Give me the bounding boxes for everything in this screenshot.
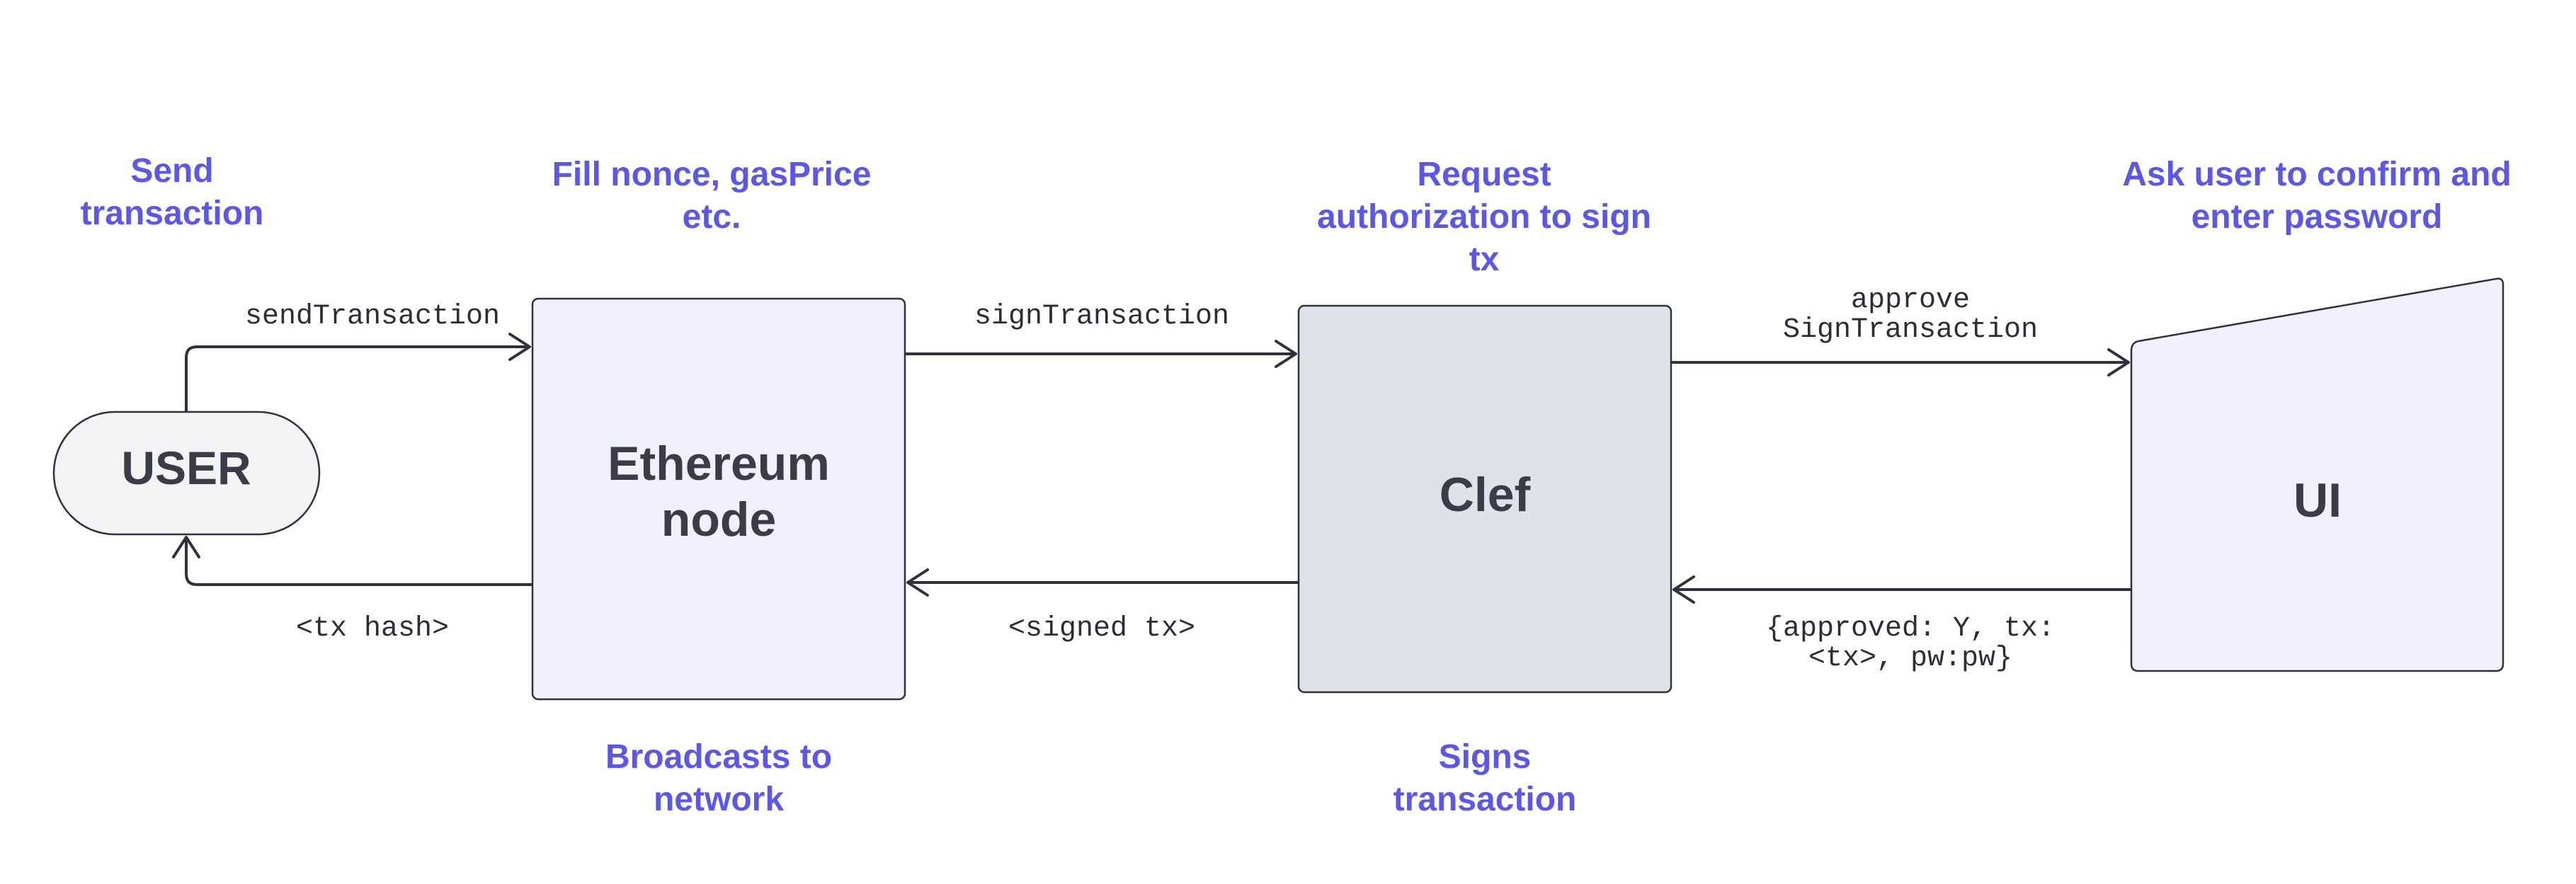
annotation-fill-line1: Fill nonce, gasPrice: [552, 156, 872, 193]
arrowhead-tx-hash: [172, 536, 200, 558]
ethereum-node-label-line2: node: [661, 493, 776, 546]
annotation-send-line1: Send: [130, 152, 213, 190]
arrowhead-send-transaction: [508, 333, 531, 361]
edge-send-transaction: [185, 345, 530, 412]
edge-label-send-transaction: sendTransaction: [245, 301, 500, 333]
annotation-broadcast-line2: network: [654, 781, 784, 818]
user-node-label: USER: [121, 442, 251, 494]
edge-label-approve-line2: SignTransaction: [1783, 314, 2038, 346]
annotation-send-line2: transaction: [81, 195, 264, 232]
edge-tx-hash: [185, 537, 532, 586]
arrowhead-sign-transaction: [1275, 340, 1297, 368]
edge-label-approved-line2: <tx>, pw:pw}: [1808, 643, 2012, 675]
arrowhead-approve: [2107, 348, 2130, 377]
annotation-request-line3: tx: [1469, 241, 1500, 278]
arrowhead-signed-tx: [906, 568, 929, 597]
annotation-signs-line1: Signs: [1439, 738, 1532, 776]
edge-label-approve-line1: approve: [1851, 285, 1970, 316]
ui-node-label: UI: [2293, 473, 2342, 527]
annotation-request-line1: Request: [1417, 156, 1551, 193]
annotation-ask-line2: enter password: [2192, 198, 2443, 236]
annotation-fill-line2: etc.: [683, 198, 741, 236]
edge-label-sign-transaction: signTransaction: [974, 301, 1229, 333]
clef-node[interactable]: [1297, 304, 1672, 694]
ethereum-node-label-line1: Ethereum: [608, 437, 830, 490]
edge-label-tx-hash: <tx hash>: [296, 613, 449, 645]
annotation-broadcast-line1: Broadcasts to: [605, 738, 832, 776]
clef-node-label: Clef: [1440, 468, 1531, 522]
annotation-signs-line2: transaction: [1394, 781, 1577, 818]
edge-label-signed-tx: <signed tx>: [1008, 613, 1195, 645]
ui-node[interactable]: [2130, 277, 2504, 672]
arrowhead-approved: [1672, 575, 1695, 604]
ethereum-node[interactable]: [531, 297, 906, 701]
annotation-ask-line1: Ask user to confirm and: [2122, 156, 2511, 193]
annotation-request-line2: authorization to sign: [1317, 198, 1651, 236]
edge-label-approved-line1: {approved: Y, tx:: [1766, 613, 2055, 645]
